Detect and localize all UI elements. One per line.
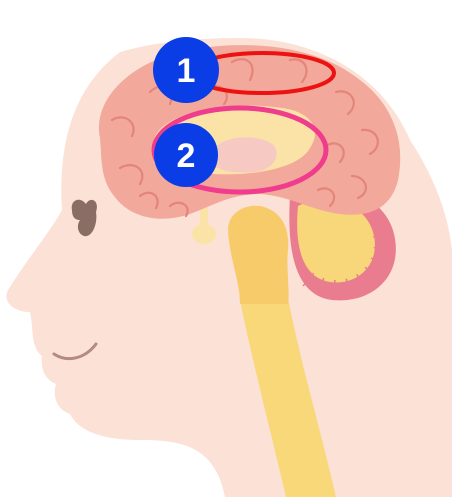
marker-2-label: 2 — [177, 137, 196, 175]
marker-1-label: 1 — [177, 52, 196, 90]
marker-1-badge: 1 — [153, 37, 219, 103]
marker-2-badge: 2 — [154, 123, 218, 187]
